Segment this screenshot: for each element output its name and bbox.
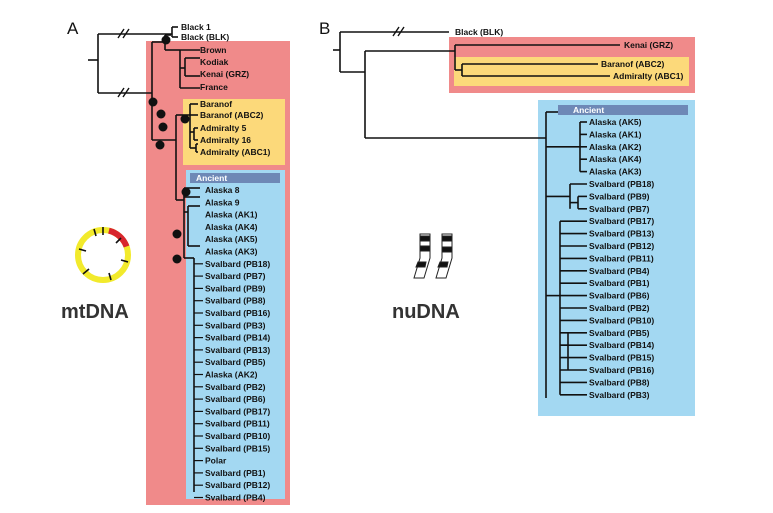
leaf-label: Alaska (AK4) [205, 222, 258, 232]
mtdna-polar-clade-branches [194, 263, 203, 499]
leaf-label: Svalbard (PB6) [589, 291, 650, 301]
leaf-label: Svalbard (PB9) [589, 191, 650, 201]
leaf-label: Svalbard (PB16) [589, 365, 654, 375]
leaf-label: Svalbard (PB13) [205, 345, 270, 355]
leaf-label: Svalbard (PB14) [205, 333, 270, 343]
leaf-label: Alaska 9 [205, 197, 240, 207]
leaf-label: Alaska (AK2) [205, 370, 258, 380]
leaf-label: Svalbard (PB11) [589, 253, 654, 263]
leaf-label: Alaska (AK4) [589, 154, 642, 164]
mtdna-ancient-label: Ancient [196, 173, 227, 183]
mtdna-abc-labels: Baranof Baranof (ABC2) Admiralty 5 Admir… [200, 99, 271, 157]
nudna-marker-label: nuDNA [392, 301, 460, 323]
leaf-label: Svalbard (PB15) [205, 443, 270, 453]
leaf-label: Svalbard (PB1) [589, 278, 650, 288]
leaf-label: Alaska 8 [205, 185, 240, 195]
leaf-label: Alaska (AK2) [589, 142, 642, 152]
mtdna-polar-labels: Alaska 8 Alaska 9 Alaska (AK1) Alaska (AK4)… [205, 185, 270, 503]
leaf-label: Admiralty (ABC1) [613, 71, 684, 81]
nudna-ancient-header [558, 105, 688, 115]
leaf-label: Svalbard (PB17) [205, 406, 270, 416]
mtdna-break-marks [117, 28, 130, 98]
leaf-label: Kodiak [200, 57, 229, 67]
leaf-label: Baranof [200, 99, 232, 109]
mtdna-ancient-header [190, 173, 280, 183]
leaf-label: Polar [205, 456, 227, 466]
leaf-label: Alaska (AK1) [205, 210, 258, 220]
leaf-label: Alaska (AK3) [589, 167, 642, 177]
leaf-label: Svalbard (PB16) [205, 308, 270, 318]
nudna-outgroup-labels: Black (BLK) [455, 27, 503, 37]
nudna-brown-labels: Kenai (GRZ) Baranof (ABC2) Admiralty (AB… [601, 40, 684, 81]
leaf-label: Admiralty 5 [200, 123, 247, 133]
leaf-label: Svalbard (PB5) [589, 328, 650, 338]
leaf-label: Black (BLK) [181, 32, 229, 42]
nudna-break-marks [392, 26, 405, 37]
leaf-label: Svalbard (PB7) [589, 204, 650, 214]
leaf-label: Kenai (GRZ) [624, 40, 673, 50]
leaf-label: Svalbard (PB14) [589, 340, 654, 350]
mtdna-brown-labels: Brown Kodiak Kenai (GRZ) France [200, 45, 249, 92]
nudna-ancient-label: Ancient [573, 105, 604, 115]
mtdna-ring-icon [70, 222, 136, 288]
leaf-label: Svalbard (PB8) [589, 377, 650, 387]
leaf-label: Alaska (AK5) [205, 234, 258, 244]
nudna-polar-labels: Alaska (AK5) Alaska (AK1) Alaska (AK2) Alas… [589, 117, 654, 400]
leaf-label: Alaska (AK1) [589, 129, 642, 139]
leaf-label: Brown [200, 45, 226, 55]
mtdna-abc-clade-box [183, 99, 285, 165]
leaf-label: Svalbard (PB13) [589, 229, 654, 239]
leaf-label: Svalbard (PB5) [205, 357, 266, 367]
leaf-label: Alaska (AK3) [205, 247, 258, 257]
leaf-label: Svalbard (PB15) [589, 353, 654, 363]
leaf-label: Svalbard (PB4) [589, 266, 650, 276]
leaf-label: Svalbard (PB12) [205, 480, 270, 490]
leaf-label: Svalbard (PB10) [205, 431, 270, 441]
leaf-label: Svalbard (PB3) [205, 320, 266, 330]
leaf-label: Svalbard (PB17) [589, 216, 654, 226]
leaf-label: Svalbard (PB18) [205, 259, 270, 269]
leaf-label: Svalbard (PB9) [205, 283, 266, 293]
leaf-label: Black 1 [181, 22, 211, 32]
leaf-label: Svalbard (PB10) [589, 315, 654, 325]
leaf-label: Svalbard (PB1) [205, 468, 266, 478]
leaf-label: Admiralty 16 [200, 135, 251, 145]
leaf-label: Svalbard (PB4) [205, 493, 266, 503]
mtdna-outgroup-labels: Black 1 Black (BLK) [181, 22, 229, 42]
nudna-abc-clade-box [454, 57, 689, 86]
leaf-label: Baranof (ABC2) [601, 59, 664, 69]
leaf-label: Svalbard (PB8) [205, 296, 266, 306]
leaf-label: Svalbard (PB7) [205, 271, 266, 281]
leaf-label: Baranof (ABC2) [200, 110, 263, 120]
leaf-label: Alaska (AK5) [589, 117, 642, 127]
nudna-polar-clade-branches [546, 121, 587, 396]
leaf-label: Svalbard (PB18) [589, 179, 654, 189]
chromosome-icon [413, 233, 453, 279]
nudna-tree-branches [333, 31, 620, 398]
leaf-label: Svalbard (PB12) [589, 241, 654, 251]
panel-label-b: B [319, 19, 330, 38]
panel-label-a: A [67, 19, 79, 38]
leaf-label: Svalbard (PB2) [205, 382, 266, 392]
mtdna-marker-label: mtDNA [61, 301, 129, 323]
leaf-label: Svalbard (PB11) [205, 419, 270, 429]
leaf-label: Admiralty (ABC1) [200, 147, 271, 157]
leaf-label: Svalbard (PB6) [205, 394, 266, 404]
leaf-label: France [200, 82, 228, 92]
leaf-label: Kenai (GRZ) [200, 69, 249, 79]
mtdna-node-support-dots [148, 35, 191, 264]
leaf-label: Black (BLK) [455, 27, 503, 37]
mtdna-polar-clade-box [186, 170, 285, 499]
leaf-label: Svalbard (PB2) [589, 303, 650, 313]
leaf-label: Svalbard (PB3) [589, 390, 650, 400]
